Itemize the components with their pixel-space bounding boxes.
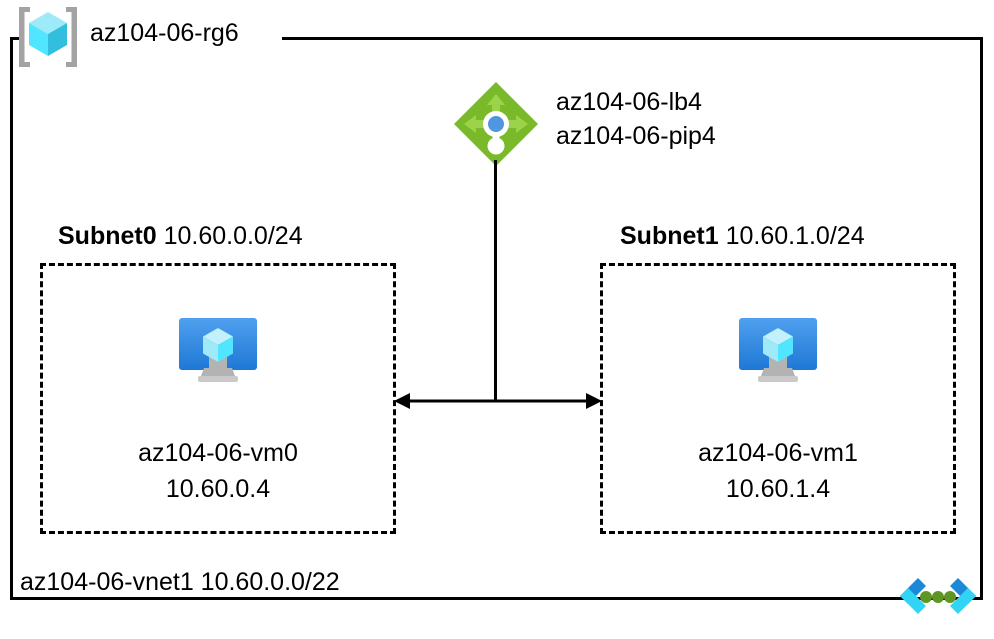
subnet1-name: Subnet1 <box>620 222 719 250</box>
subnet-to-subnet-connector <box>392 386 604 416</box>
vm1-ip: 10.60.1.4 <box>725 475 831 503</box>
virtual-machine-icon <box>176 316 260 394</box>
load-balancer-labels: az104-06-lb4 az104-06-pip4 <box>556 85 716 153</box>
resource-group-icon <box>14 4 82 70</box>
load-balancer-name: az104-06-lb4 <box>556 88 702 116</box>
resource-group-border-left <box>10 37 13 600</box>
subnet1-cidr: 10.60.1.0/24 <box>725 222 865 250</box>
subnet1-heading: Subnet1 10.60.1.0/24 <box>620 221 865 251</box>
vm0-name: az104-06-vm0 <box>138 439 298 467</box>
virtual-network-icon <box>890 576 986 634</box>
vnet-label: az104-06-vnet1 10.60.0.0/22 <box>20 568 340 596</box>
load-balancer-connector-line <box>494 160 497 400</box>
virtual-machine-icon <box>736 316 820 394</box>
subnet1-box <box>600 263 956 534</box>
vm0-labels: az104-06-vm0 10.60.0.4 <box>40 435 396 507</box>
subnet0-name: Subnet0 <box>58 222 157 250</box>
resource-group-label: az104-06-rg6 <box>90 19 239 47</box>
resource-group-border-top-left <box>10 37 20 40</box>
subnet0-heading: Subnet0 10.60.0.0/24 <box>58 221 303 251</box>
resource-group-border-right <box>980 37 983 600</box>
subnet0-box <box>40 263 396 534</box>
public-ip-name: az104-06-pip4 <box>556 122 716 150</box>
resource-group-border-bottom <box>10 597 983 600</box>
subnet0-cidr: 10.60.0.0/24 <box>163 222 303 250</box>
resource-group-border-top-right <box>282 37 983 40</box>
vm0-ip: 10.60.0.4 <box>165 475 271 503</box>
vm1-labels: az104-06-vm1 10.60.1.4 <box>600 435 956 507</box>
load-balancer-icon <box>452 80 540 168</box>
vm1-name: az104-06-vm1 <box>698 439 858 467</box>
